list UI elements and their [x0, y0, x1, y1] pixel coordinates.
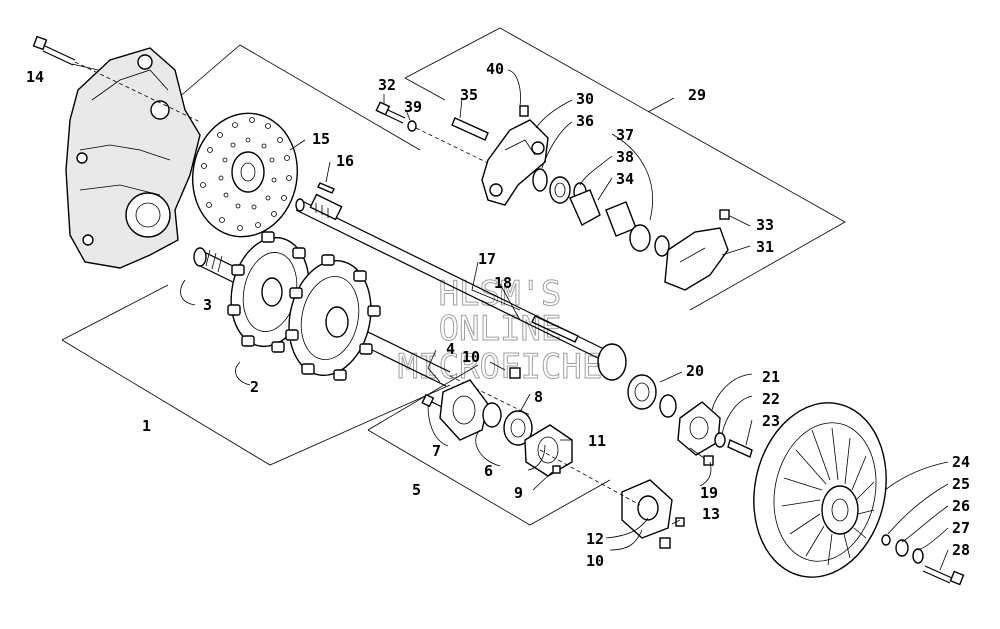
flange-6: [524, 424, 573, 477]
callout-27: 27: [952, 519, 970, 537]
washer-22: [714, 432, 726, 448]
callout-21: 21: [762, 368, 780, 386]
watermark: HLSM'S ONLINE MICROFICHE: [397, 274, 603, 388]
leader-lines: [71, 63, 949, 571]
flange-plate: [439, 379, 489, 441]
callout-6: 6: [484, 462, 493, 480]
callout-labels: 1 2 3 4 5 6 7 8 9 10 10 11 12 13 14 15 1…: [26, 60, 970, 570]
washer-26: [895, 539, 909, 557]
long-bolt-14: [32, 35, 201, 123]
callout-10-upper: 10: [462, 348, 480, 366]
washer-27: [912, 548, 924, 564]
callout-36: 36: [576, 112, 594, 130]
callout-3: 3: [203, 296, 212, 314]
chaincase-housing: [65, 47, 201, 269]
callout-23: 23: [762, 412, 780, 430]
callout-26: 26: [952, 497, 970, 515]
washer-25: [881, 534, 891, 546]
washer-39: [407, 120, 417, 132]
group-box-1: [61, 44, 451, 466]
bearing-8: [482, 402, 533, 446]
callout-38: 38: [616, 148, 634, 166]
pin-35: [451, 117, 489, 141]
callout-24: 24: [952, 453, 970, 471]
caliper-housing-30: [481, 119, 549, 206]
bolt-7: [421, 393, 447, 410]
seal-36: [532, 168, 548, 192]
callout-28: 28: [952, 541, 970, 559]
callout-2: 2: [250, 378, 259, 396]
caliper-half-31: [664, 227, 729, 291]
piston-37: [549, 176, 571, 204]
callout-37: 37: [616, 126, 634, 144]
callout-10-lower: 10: [586, 552, 604, 570]
nut-10-upper: [509, 367, 521, 379]
callout-29: 29: [688, 86, 706, 104]
watermark-line-2: ONLINE: [439, 309, 562, 349]
callout-19: 19: [700, 484, 718, 502]
callout-31: 31: [756, 238, 774, 256]
callout-22: 22: [762, 390, 780, 408]
drive-sprocket-2b: [285, 254, 381, 381]
chain-sprocket-part: [597, 343, 627, 381]
bolt-28: [922, 565, 965, 586]
bearing-cap-12: [621, 479, 673, 539]
flange-21: [677, 401, 721, 456]
callout-14: 14: [26, 68, 44, 86]
nut-10: [659, 537, 671, 549]
driven-clutch-24: [753, 402, 887, 578]
callout-35: 35: [460, 86, 478, 104]
nut-33: [719, 209, 730, 220]
spacer-23: [727, 439, 753, 458]
callout-9: 9: [514, 484, 523, 502]
callout-8: 8: [534, 388, 543, 406]
callout-25: 25: [952, 475, 970, 493]
screw-13: [675, 517, 685, 527]
callout-34: 34: [616, 170, 634, 188]
callout-11: 11: [588, 432, 606, 450]
callout-33: 33: [756, 216, 774, 234]
callout-7: 7: [432, 442, 441, 460]
callout-4: 4: [446, 340, 455, 358]
nut-9: [552, 465, 561, 474]
bearing-20: [627, 374, 677, 418]
callout-32: 32: [378, 76, 396, 94]
callout-1: 1: [142, 417, 151, 435]
bleeder-40: [519, 105, 529, 117]
group-box-5: [367, 364, 611, 526]
key-18: [531, 315, 579, 343]
bolt-19: [689, 447, 714, 466]
key-16: [317, 182, 335, 194]
brake-pad-34a: [569, 189, 601, 226]
callout-12: 12: [586, 530, 604, 548]
watermark-line-1: HLSM'S: [439, 274, 562, 314]
piston-37b: [629, 224, 651, 252]
brake-disc-15: [191, 112, 299, 238]
callout-20: 20: [686, 362, 704, 380]
watermark-line-3: MICROFICHE: [398, 347, 603, 387]
callout-16: 16: [336, 152, 354, 170]
callout-13: 13: [702, 505, 720, 523]
group-box-29: [404, 27, 846, 311]
callout-30: 30: [576, 90, 594, 108]
caliper-bolt-32: [375, 101, 406, 124]
callout-5: 5: [412, 481, 421, 499]
seal-36b: [654, 235, 670, 257]
callout-39: 39: [404, 98, 422, 116]
callout-15: 15: [312, 130, 330, 148]
callout-17: 17: [478, 250, 496, 268]
callout-18: 18: [494, 274, 512, 292]
callout-40: 40: [486, 60, 504, 78]
